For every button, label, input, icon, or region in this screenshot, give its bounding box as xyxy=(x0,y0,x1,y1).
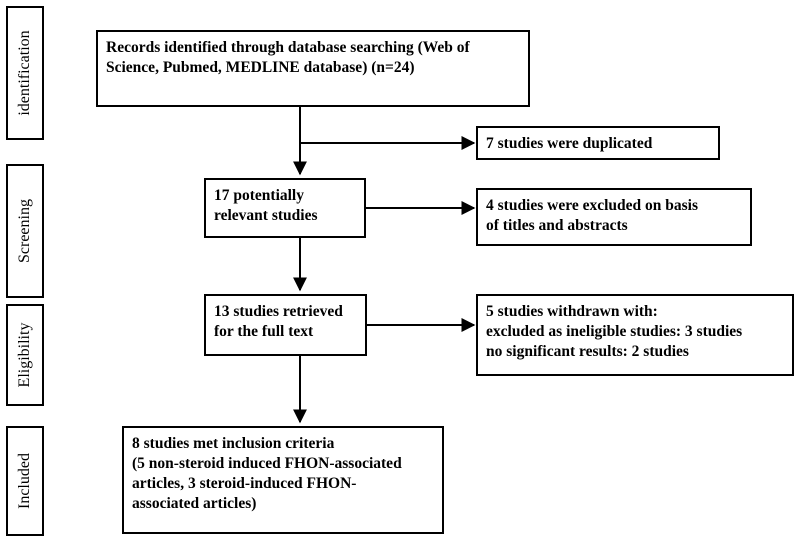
records-identified-box: Records identified through database sear… xyxy=(96,30,530,107)
potentially-relevant-box: 17 potentially relevant studies xyxy=(204,178,366,238)
full-text-box: 13 studies retrieved for the full text xyxy=(204,294,367,356)
phase-label-identification: identification xyxy=(6,6,44,140)
excluded-titles-box: 4 studies were excluded on basis of titl… xyxy=(476,188,752,246)
duplicates-box: 7 studies were duplicated xyxy=(476,126,720,160)
withdrawn-box: 5 studies withdrawn with: excluded as in… xyxy=(476,294,794,376)
phase-label-eligibility: Eligibility xyxy=(6,304,44,406)
phase-label-included: Included xyxy=(6,426,44,536)
phase-label-screening: Screening xyxy=(6,164,44,298)
included-box: 8 studies met inclusion criteria (5 non-… xyxy=(122,426,444,534)
